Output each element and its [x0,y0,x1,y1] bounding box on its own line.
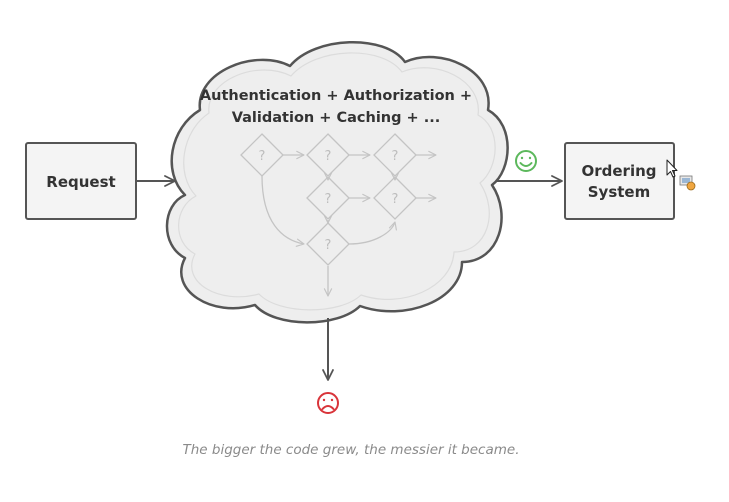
decision-diamond [373,133,417,177]
cloud-inner-outline [178,52,496,311]
ordering-system-box: Ordering System [564,142,675,220]
decision-diamond [240,133,284,177]
mouse-cursor-icon [666,159,696,191]
request-box: Request [25,142,137,220]
cloud-title-line2: Validation + Caching + ... [232,110,441,126]
decision-diamond [373,176,417,220]
decision-mark: ? [325,149,332,164]
cloud-shape [165,41,509,324]
decision-diamond [306,133,350,177]
code-cloud [165,41,509,324]
flow-arrow [348,221,397,245]
inner-flowchart [240,133,437,297]
cloud-title-line1: Authentication + Authorization + [200,88,472,104]
decision-mark: ? [392,149,399,164]
decision-mark: ? [259,149,266,164]
decision-mark: ? [325,192,332,207]
figure-caption: The bigger the code grew, the messier it… [182,442,519,458]
decision-mark: ? [325,238,332,253]
ordering-label-line2: System [588,183,650,201]
decision-diamond [306,222,350,266]
ordering-label-line1: Ordering [581,162,656,180]
frowning-face-icon [317,392,339,414]
flow-arrow [261,175,305,247]
request-label: Request [46,173,115,191]
decision-marks: ? ? ? ? ? ? [259,149,399,253]
decision-mark: ? [392,192,399,207]
smiley-face-icon [515,150,537,172]
decision-diamond [306,176,350,220]
